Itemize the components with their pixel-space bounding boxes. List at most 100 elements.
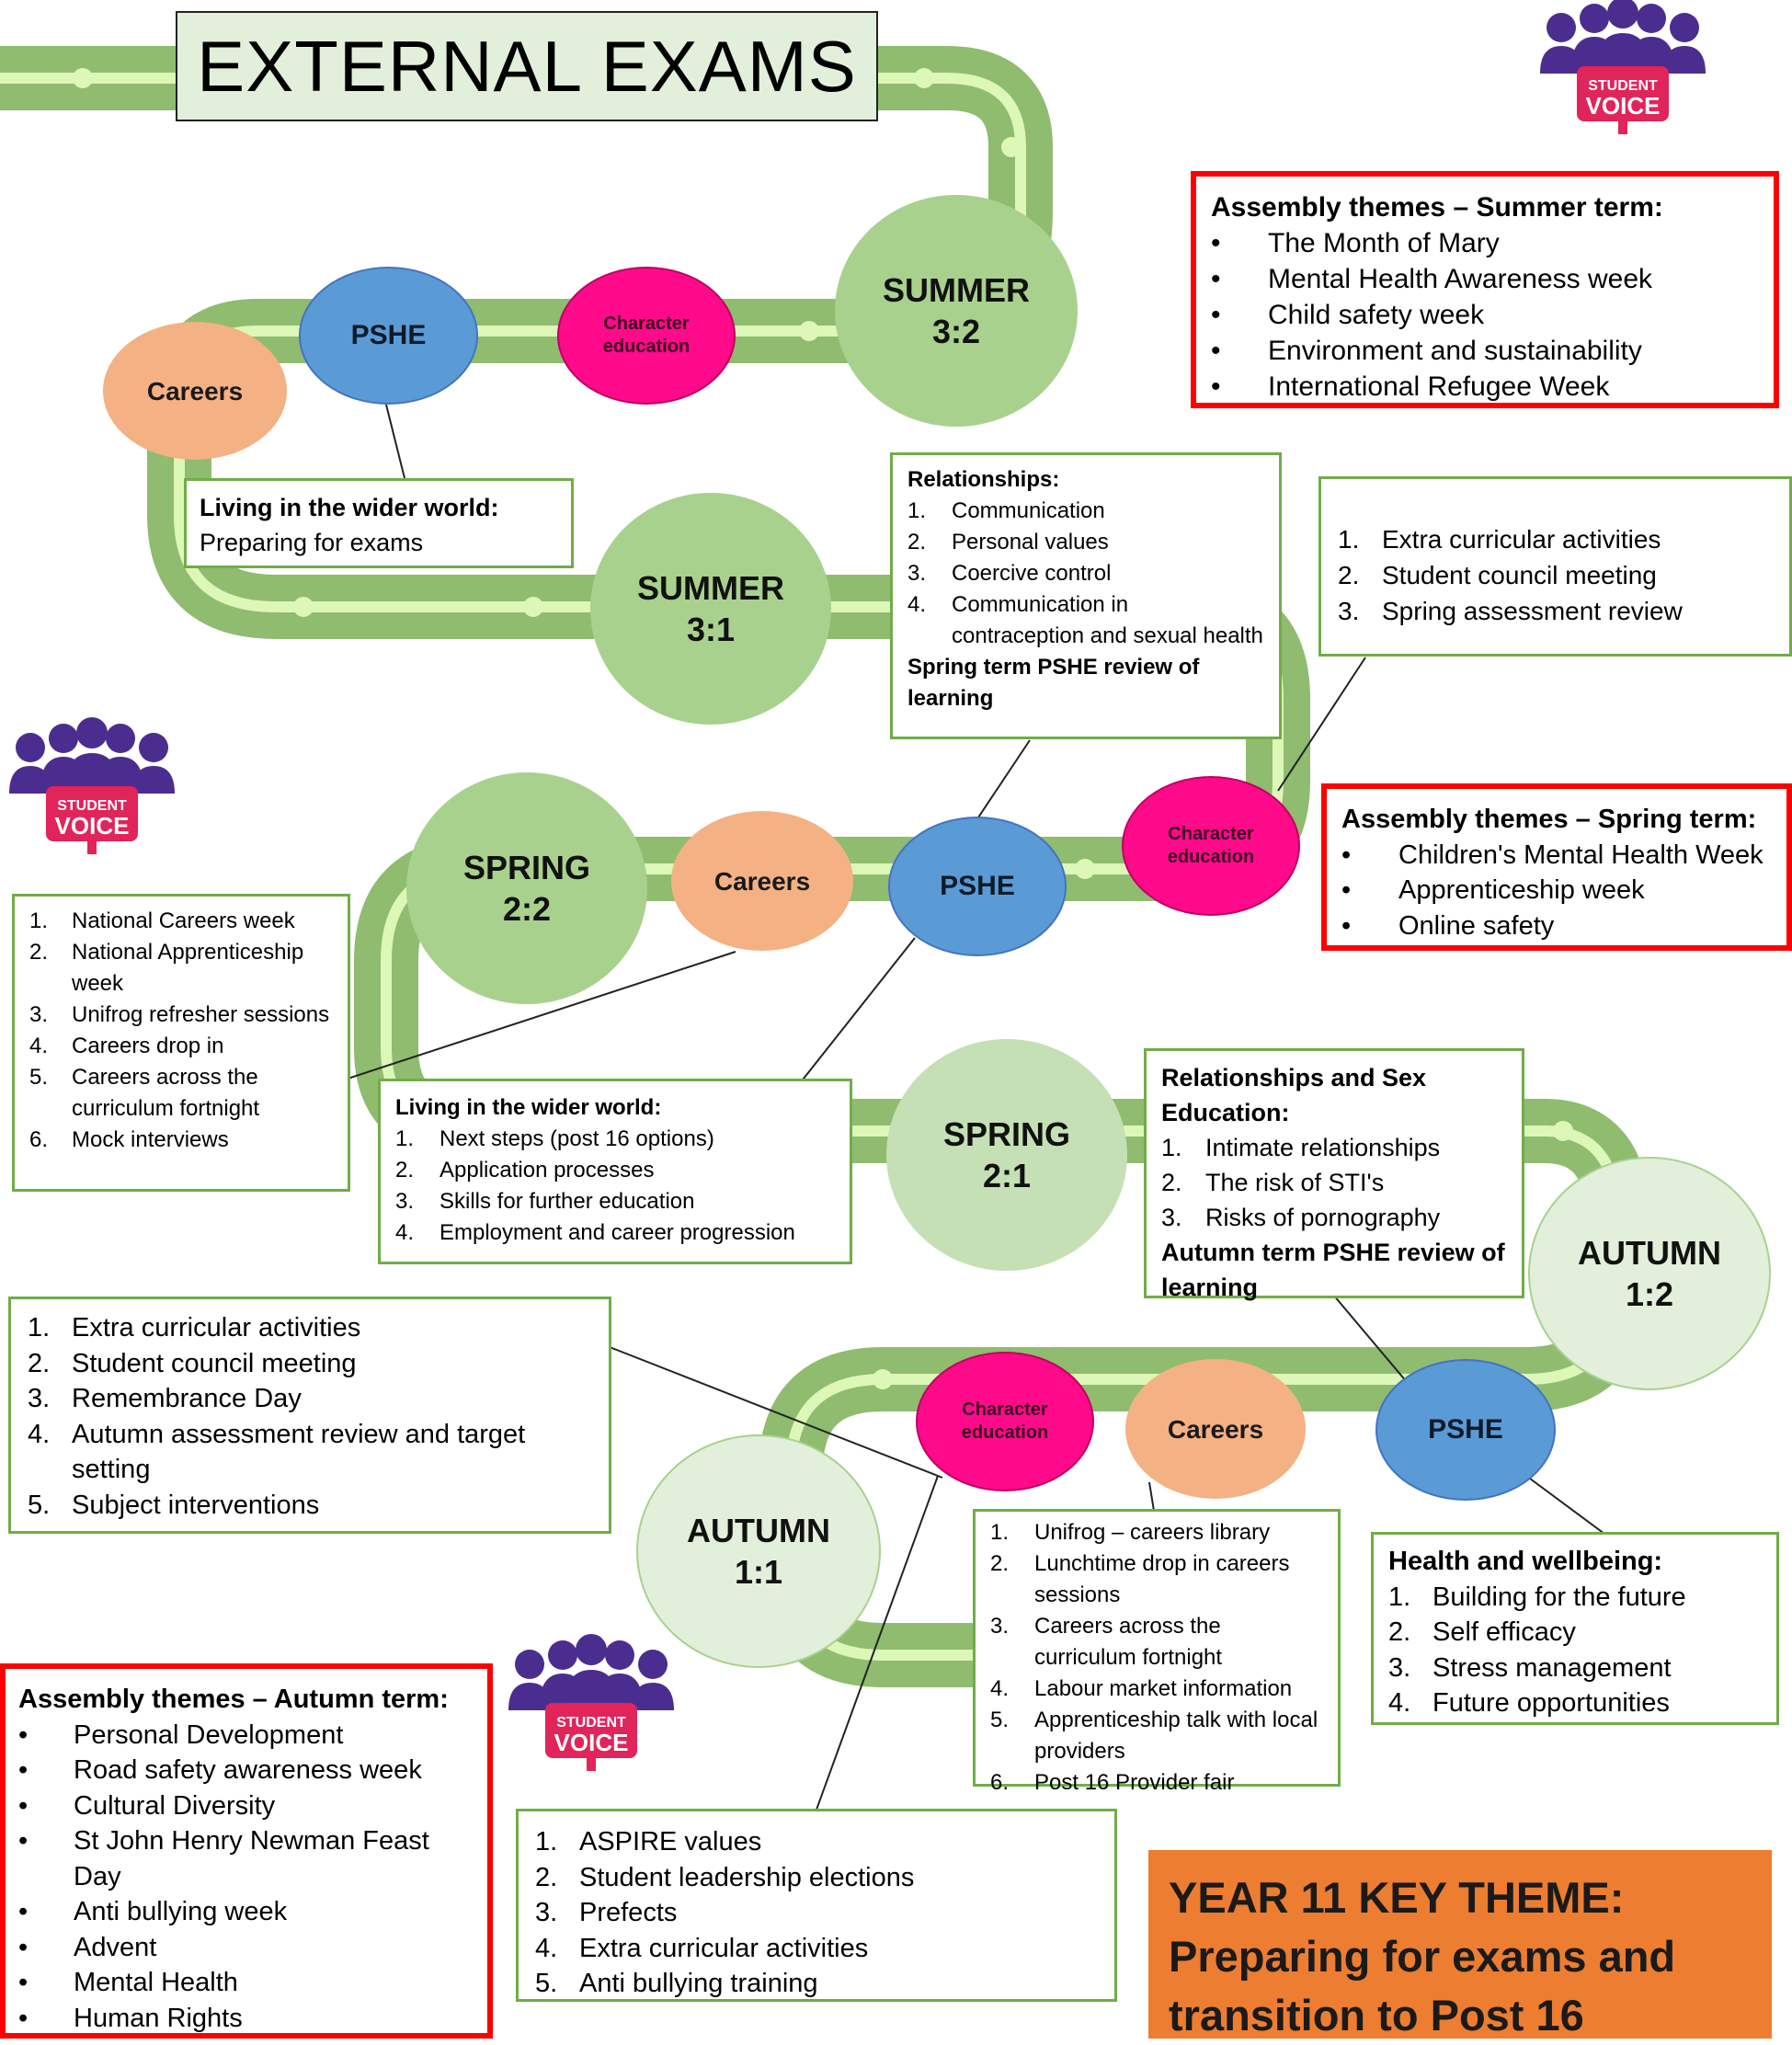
list-item: 1.Building for the future	[1388, 1582, 1686, 1612]
stop-label: education	[961, 1422, 1049, 1443]
list-item: 3.Spring assessment review	[1338, 597, 1683, 625]
box-heading: Assembly themes – Summer term:	[1211, 192, 1663, 223]
term-name: SUMMER	[883, 271, 1030, 309]
spring-pshe-wider-box: Living in the wider world: 1.Next steps …	[378, 1079, 852, 1264]
stop-careers-autumn: Careers	[1125, 1359, 1306, 1499]
box-text: Preparing for exams	[200, 529, 424, 556]
list-item: 6.Mock interviews	[29, 1127, 229, 1152]
student-voice-top-text: STUDENT	[556, 1715, 626, 1731]
list-item: 4.Communication in contraception and sex…	[907, 592, 1263, 648]
list-item: 2.Student leadership elections	[535, 1862, 915, 1892]
list-item: 3.Remembrance Day	[28, 1384, 302, 1413]
list-item: 1.National Careers week	[29, 908, 295, 933]
list-item: 2.Student council meeting	[28, 1348, 357, 1378]
student-voice-bottom-text: VOICE	[55, 812, 130, 840]
list-item: •International Refugee Week	[1211, 371, 1610, 402]
box-heading: Relationships and Sex Education:	[1161, 1064, 1427, 1126]
list-item: 5.Anti bullying training	[535, 1969, 818, 1998]
list-item: 6.Post 16 Provider fair	[990, 1770, 1235, 1795]
term-name: AUTUMN	[1578, 1234, 1721, 1272]
list-item: 3.Coercive control	[907, 561, 1112, 586]
box-heading: Assembly themes – Autumn term:	[18, 1685, 449, 1714]
term-code: 1:2	[1625, 1275, 1674, 1313]
autumn-assembly-box: Assembly themes – Autumn term: •Personal…	[0, 1663, 493, 2039]
stop-pshe-autumn: PSHE	[1375, 1359, 1556, 1501]
list-item: 1.Unifrog – careers library	[990, 1520, 1271, 1545]
stop-careers-summer: Careers	[103, 322, 287, 460]
key-theme-line: Preparing for exams and	[1169, 1932, 1676, 1981]
stop-pshe-spring: PSHE	[888, 817, 1067, 956]
stop-label: Character	[603, 314, 690, 334]
stop-label: education	[602, 337, 691, 357]
stop-label: Character	[962, 1400, 1048, 1420]
list-item: 3.Prefects	[535, 1898, 678, 1927]
box-heading: Living in the wider world:	[395, 1095, 662, 1120]
list-item: •Cultural Diversity	[18, 1790, 276, 1821]
stop-character-spring: Character education	[1122, 776, 1300, 916]
list-item: 1.ASPIRE values	[535, 1827, 762, 1856]
term-code: 1:1	[734, 1553, 783, 1591]
term-autumn-1-2: AUTUMN 1:2	[1528, 1157, 1771, 1390]
list-item: 2.Self efficacy	[1388, 1617, 1576, 1647]
list-item: 1.Extra curricular activities	[28, 1313, 361, 1342]
stop-label: PSHE	[1428, 1414, 1503, 1445]
list-item: 1.Next steps (post 16 options)	[395, 1126, 714, 1151]
list-item: •Advent	[18, 1932, 157, 1962]
autumn-character-box: 1.Extra curricular activities 2.Student …	[8, 1297, 611, 1534]
spring-assembly-box: Assembly themes – Spring term: •Children…	[1321, 783, 1792, 951]
student-voice-bottom-text: VOICE	[554, 1729, 629, 1756]
list-item: 1.Intimate relationships	[1161, 1134, 1441, 1161]
stop-character-summer: Character education	[557, 267, 736, 405]
term-autumn-1-1: AUTUMN 1:1	[636, 1434, 881, 1668]
spring-careers-box: 1.National Careers week 2.National Appre…	[12, 894, 350, 1192]
list-item: 4.Extra curricular activities	[535, 1933, 869, 1963]
list-item: 4.Future opportunities	[1388, 1688, 1670, 1718]
spring-pshe-relationships-box: Relationships: 1.Communication 2.Persona…	[890, 452, 1282, 739]
list-item: 1.Communication	[907, 498, 1105, 523]
term-code: 2:2	[502, 890, 552, 928]
list-item: 5.Subject interventions	[28, 1490, 320, 1520]
autumn-rse-box: Relationships and Sex Education: 1.Intim…	[1144, 1048, 1524, 1301]
list-item: •The Month of Mary	[1211, 228, 1500, 258]
list-item: •St John Henry Newman Feast Day	[18, 1826, 429, 1891]
list-item: 2.National Apprenticeship week	[29, 940, 304, 996]
list-item: 4.Careers drop in	[29, 1034, 224, 1058]
student-voice-logo: STUDENT VOICE	[9, 717, 175, 854]
list-item: 2.Application processes	[395, 1158, 655, 1182]
spring-character-box: 1.Extra curricular activities 2.Student …	[1318, 476, 1792, 657]
term-code: 3:1	[686, 611, 736, 648]
list-item: 3.Careers across the curriculum fortnigh…	[990, 1614, 1223, 1670]
box-heading: Health and wellbeing:	[1388, 1547, 1663, 1576]
term-name: AUTUMN	[687, 1512, 830, 1549]
list-item: •Child safety week	[1211, 300, 1485, 330]
stop-character-autumn: Character education	[916, 1352, 1094, 1491]
box-heading: Relationships:	[907, 467, 1060, 492]
box-footer: Spring term PSHE review of learning	[907, 655, 1200, 711]
stop-label: Careers	[713, 866, 811, 896]
term-code: 3:2	[931, 313, 981, 350]
list-item: 2.The risk of STI's	[1161, 1169, 1385, 1196]
list-item: 3.Stress management	[1388, 1652, 1672, 1683]
list-item: 5.Apprenticeship talk with local provide…	[990, 1708, 1318, 1764]
autumn-aspire-box: 1.ASPIRE values 2.Student leadership ele…	[516, 1809, 1117, 2002]
list-item: •Mental Health	[18, 1968, 238, 1997]
student-voice-bottom-text: VOICE	[1586, 92, 1661, 120]
stop-label: Careers	[146, 376, 244, 406]
list-item: •Environment and sustainability	[1211, 336, 1642, 366]
list-item: 3.Skills for further education	[395, 1189, 695, 1214]
list-item: 4.Employment and career progression	[395, 1220, 795, 1245]
list-item: •Apprenticeship week	[1341, 875, 1645, 905]
list-item: 5.Careers across the curriculum fortnigh…	[29, 1065, 260, 1121]
box-heading: Living in the wider world:	[200, 494, 499, 521]
student-voice-top-text: STUDENT	[1588, 78, 1658, 94]
list-item: 2.Lunchtime drop in careers sessions	[990, 1551, 1290, 1607]
term-spring-2-1: SPRING 2:1	[886, 1039, 1127, 1271]
stop-pshe-summer: PSHE	[299, 267, 478, 405]
list-item: 3.Unifrog refresher sessions	[29, 1002, 330, 1027]
list-item: 1.Extra curricular activities	[1338, 525, 1661, 554]
list-item: •Anti bullying week	[18, 1897, 288, 1926]
term-summer-3-2: SUMMER 3:2	[835, 195, 1078, 427]
list-item: 4.Autumn assessment review and target se…	[28, 1419, 526, 1485]
list-item: •Human Rights	[18, 2003, 243, 2033]
term-code: 2:1	[982, 1157, 1032, 1194]
